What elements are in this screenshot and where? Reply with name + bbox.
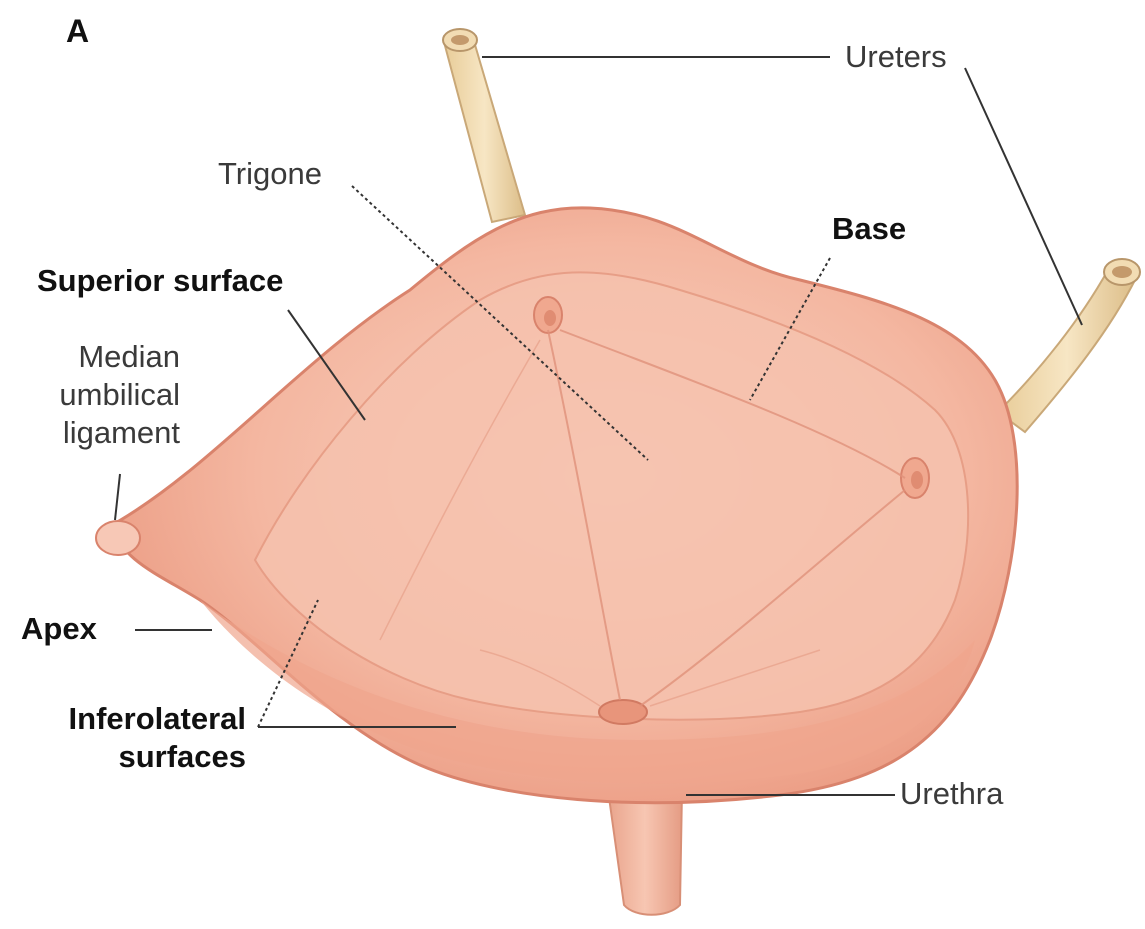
label-median-umbilical-ligament-line-3: ligament	[30, 414, 180, 452]
label-median-umbilical-ligament-line-1: Median	[30, 338, 180, 376]
right-ureter	[998, 259, 1140, 432]
label-superior-surface: Superior surface	[37, 262, 283, 300]
leader-median-umbilical-ligament	[115, 474, 120, 520]
label-apex: Apex	[21, 610, 97, 648]
leader-ureters-right	[965, 68, 1082, 325]
panel-label: A	[66, 12, 89, 51]
label-urethra: Urethra	[900, 775, 1003, 813]
internal-urethral-orifice	[599, 700, 647, 724]
label-median-umbilical-ligament: Median umbilical ligament	[30, 338, 180, 451]
label-trigone: Trigone	[218, 155, 322, 193]
label-inferolateral-surfaces-line-1: Inferolateral	[14, 700, 246, 738]
label-inferolateral-surfaces-line-2: surfaces	[14, 738, 246, 776]
label-ureters: Ureters	[845, 38, 947, 76]
median-umbilical-ligament-tip	[96, 521, 140, 555]
label-median-umbilical-ligament-line-2: umbilical	[30, 376, 180, 414]
label-inferolateral-surfaces: Inferolateral surfaces	[14, 700, 246, 776]
label-base: Base	[832, 210, 906, 248]
urethra-tube	[608, 790, 682, 915]
